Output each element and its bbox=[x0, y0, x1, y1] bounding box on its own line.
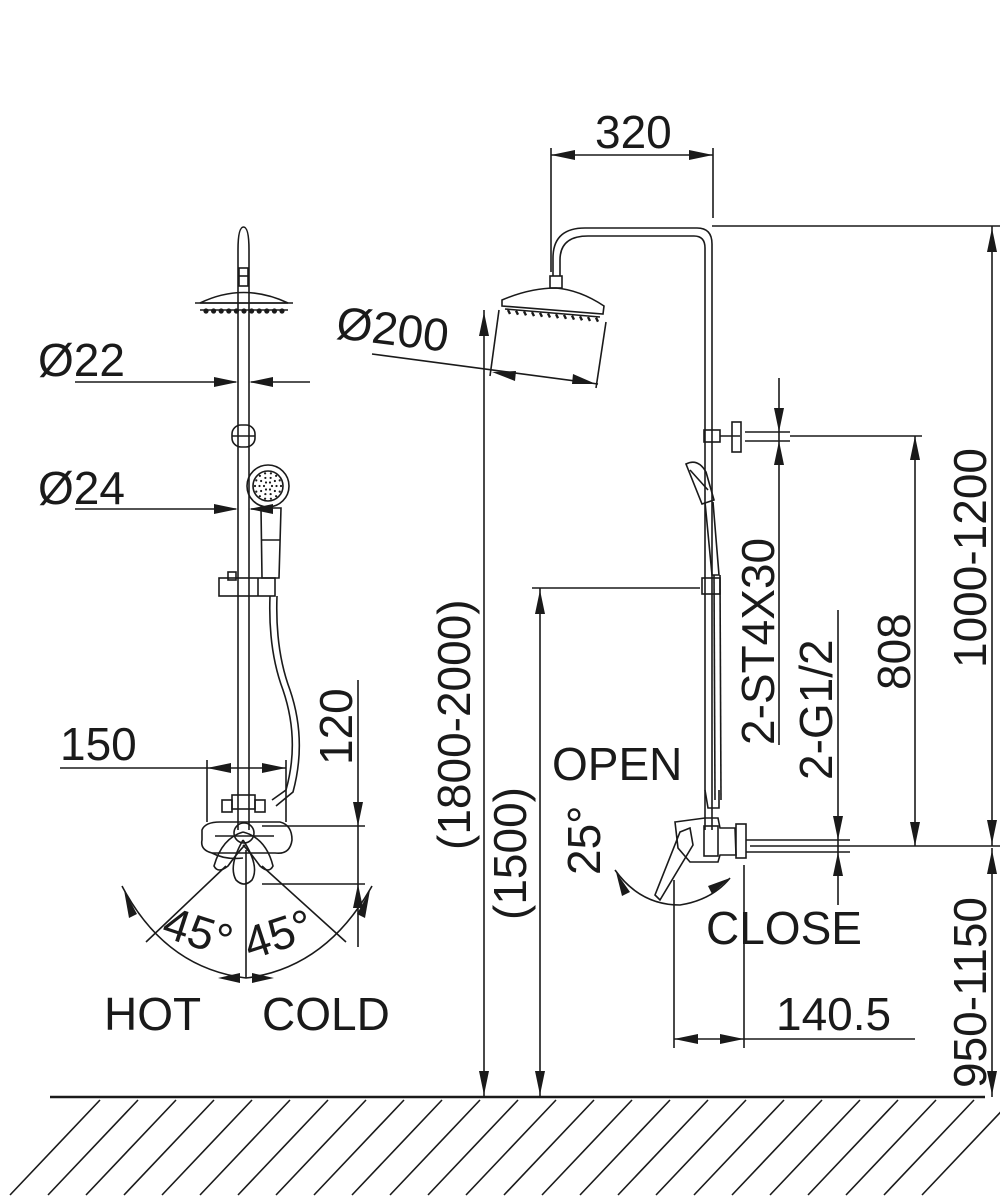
label-width-150: 150 bbox=[60, 718, 137, 770]
label-angle-open: 25° bbox=[558, 805, 610, 875]
label-cold: COLD bbox=[262, 988, 390, 1040]
shower-head-nozzles-icon bbox=[203, 308, 285, 314]
label-open: OPEN bbox=[552, 738, 682, 790]
label-angle-hot: 45° bbox=[157, 896, 239, 967]
label-depth-140-5: 140.5 bbox=[776, 988, 891, 1040]
label-thread: 2-G1/2 bbox=[790, 639, 842, 780]
label-screws: 2-ST4X30 bbox=[732, 538, 784, 745]
side-view bbox=[501, 227, 747, 902]
label-offset-120: 120 bbox=[310, 688, 362, 765]
label-dia-200: Ø200 bbox=[334, 296, 452, 361]
side-view-dimensions bbox=[371, 148, 1000, 1097]
label-span-808: 808 bbox=[868, 613, 920, 690]
label-height-bar: (1500) bbox=[484, 787, 536, 920]
label-span-upper: 1000-1200 bbox=[944, 448, 996, 668]
front-view-dimensions bbox=[60, 377, 373, 983]
label-dia-24: Ø24 bbox=[38, 462, 125, 514]
dimension-labels: Ø22 Ø24 150 120 45° 45° HOT COLD 320 Ø20… bbox=[38, 106, 996, 1088]
label-close: CLOSE bbox=[706, 902, 862, 954]
label-hot: HOT bbox=[104, 988, 201, 1040]
label-width-320: 320 bbox=[595, 106, 672, 158]
label-angle-cold: 45° bbox=[237, 899, 319, 970]
label-span-lower: 950-1150 bbox=[944, 897, 996, 1088]
side-nozzles-icon bbox=[506, 309, 600, 323]
label-height-total: (1800-2000) bbox=[428, 599, 480, 850]
hand-shower-icon bbox=[253, 472, 283, 500]
label-dia-22: Ø22 bbox=[38, 334, 125, 386]
front-view bbox=[195, 226, 301, 885]
floor-line bbox=[9, 1095, 1000, 1196]
